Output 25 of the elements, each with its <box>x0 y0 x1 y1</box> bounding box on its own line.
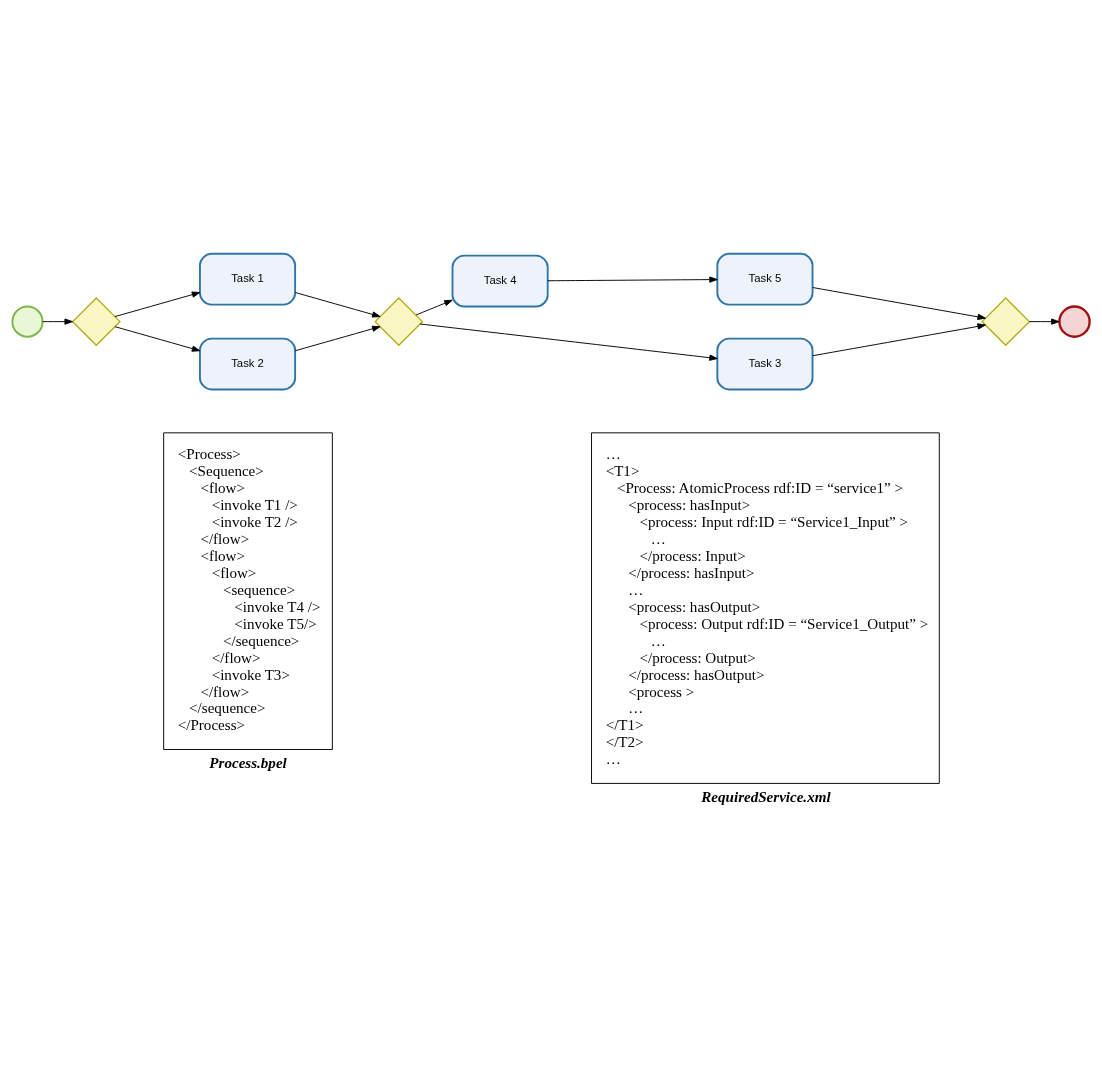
arrow <box>812 287 986 320</box>
node-label: Process.bpel <box>209 755 287 772</box>
node-box: Task 1 <box>199 252 297 306</box>
arrow <box>294 325 381 352</box>
node-circle <box>1058 305 1091 338</box>
node-box: Task 4 <box>451 254 549 308</box>
node-box: <Process> <Sequence> <flow> <invoke T1 /> <invoke T2 /> </flow> <flow> <flow> <sequence> <invoke T4 /> <invoke T5/> </sequence> </flow> <invoke T3> </flow> </sequence> </Process> <box>163 432 333 750</box>
arrow <box>547 276 718 283</box>
node-diamond <box>374 297 424 347</box>
arrow <box>114 291 201 318</box>
arrow <box>114 326 201 352</box>
arrow <box>415 299 453 316</box>
node-box: Task 5 <box>716 252 814 306</box>
node-diamond <box>71 297 121 347</box>
node-box: Task 2 <box>199 337 297 391</box>
arrow <box>42 318 73 325</box>
node-label: RequiredService.xml <box>701 789 831 806</box>
arrow <box>294 292 381 318</box>
arrow <box>419 323 718 361</box>
node-diamond <box>981 297 1031 347</box>
node-circle <box>11 305 44 338</box>
node-box: Task 3 <box>716 337 814 391</box>
node-box: … <T1> <Process: AtomicProcess rdf:ID = “service1” > <process: hasInput> <process: Input rdf:ID = “Service1_Input” > … </process: Input> </process: hasInput> … <process: hasOutput> <process: Output rdf:ID = “Service1_Output” > … </process: Output> </process: hasOutput> <process > … </T1> </T2> … <box>591 432 940 784</box>
arrow <box>812 323 986 357</box>
arrow <box>1028 318 1060 325</box>
